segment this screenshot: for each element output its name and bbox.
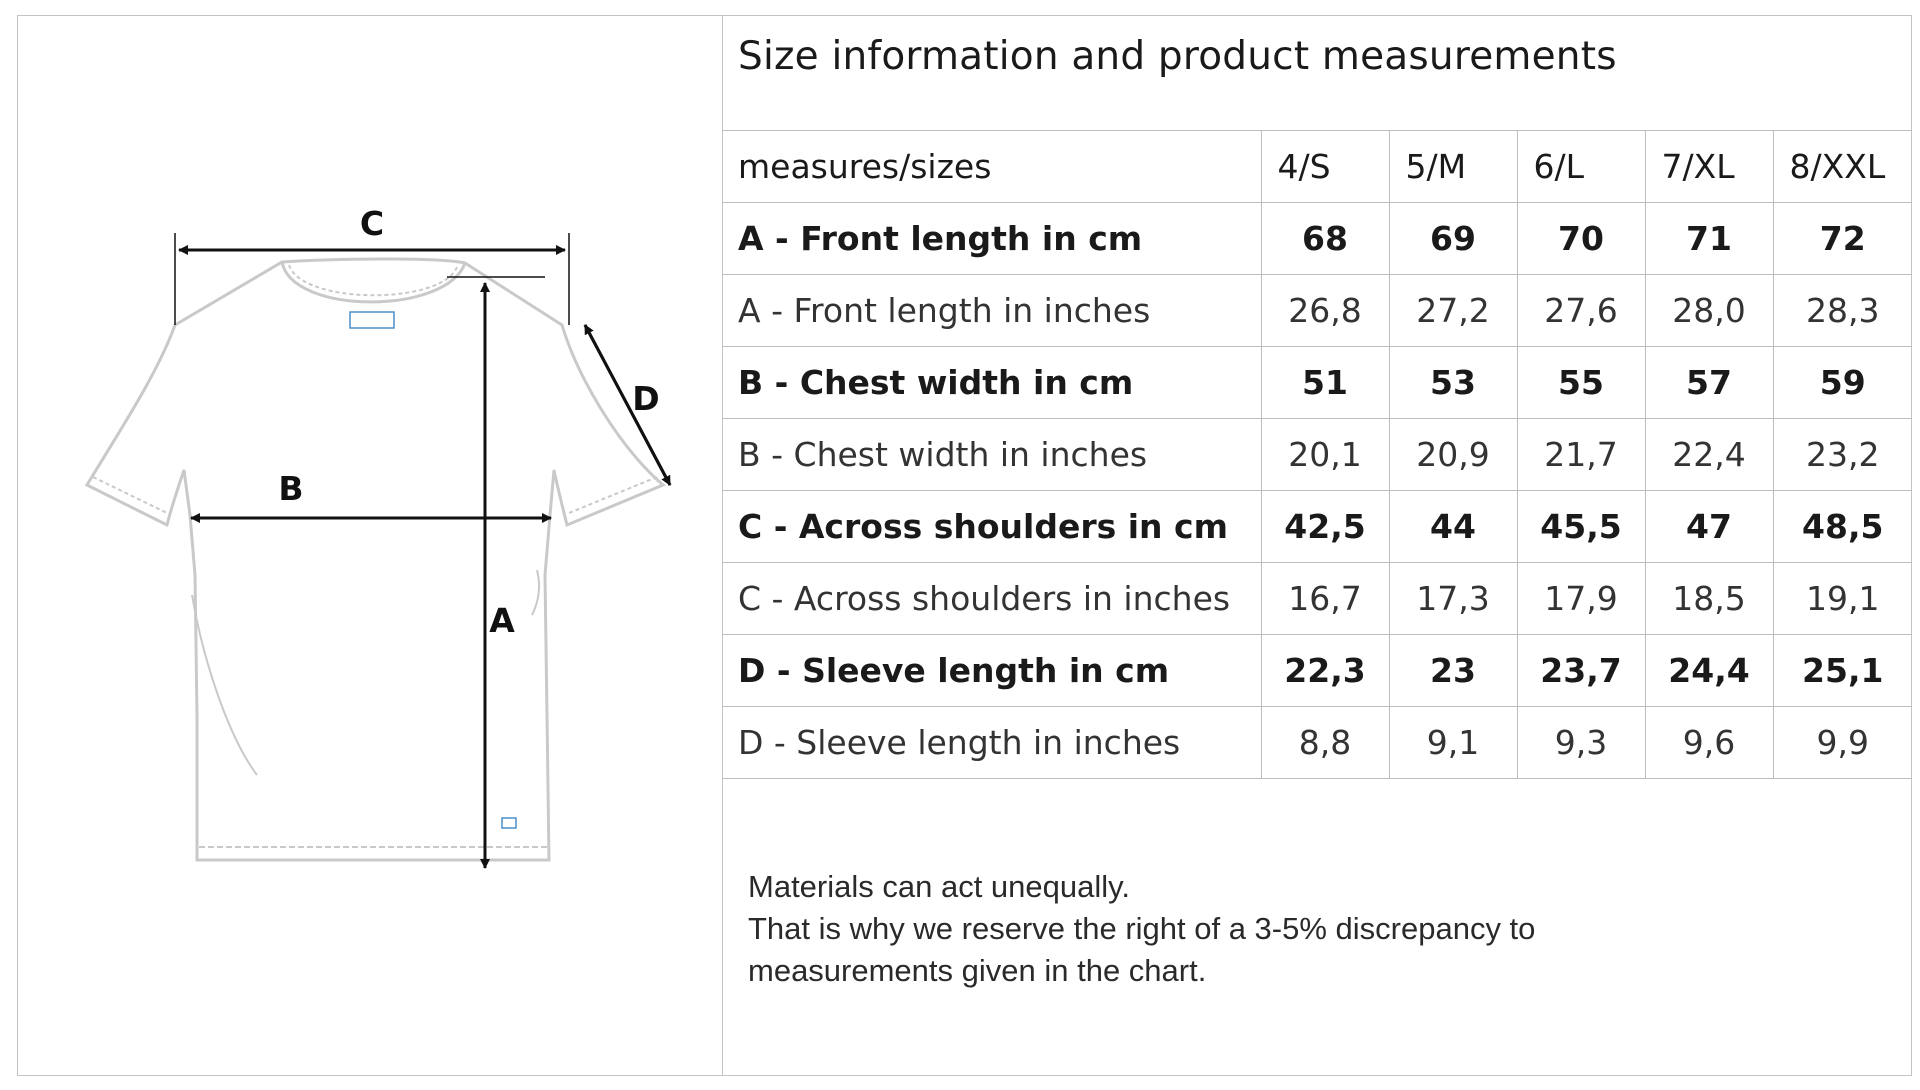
note-line: measurements given in the chart. — [748, 953, 1207, 988]
cell-value: 23,7 — [1517, 634, 1646, 707]
row-label: C - Across shoulders in inches — [722, 562, 1262, 635]
header-label: measures/sizes — [722, 130, 1262, 203]
cell-value: 47 — [1645, 490, 1774, 563]
hem-tag-icon — [501, 817, 517, 829]
cell-value: 72 — [1773, 202, 1912, 275]
table-row: A - Front length in inches 26,8 27,2 27,… — [722, 274, 1912, 347]
cell-value: 28,0 — [1645, 274, 1774, 347]
table-row: D - Sleeve length in inches 8,8 9,1 9,3 … — [722, 706, 1912, 779]
cell-value: 42,5 — [1261, 490, 1390, 563]
arrow-a — [447, 276, 545, 869]
cell-value: 53 — [1389, 346, 1518, 419]
cell-value: 17,3 — [1389, 562, 1518, 635]
size-header: 5/M — [1389, 130, 1518, 203]
size-header: 6/L — [1517, 130, 1646, 203]
cell-value: 24,4 — [1645, 634, 1774, 707]
row-label: B - Chest width in cm — [722, 346, 1262, 419]
neck-tag-icon — [349, 311, 395, 329]
table-row: C - Across shoulders in cm 42,5 44 45,5 … — [722, 490, 1912, 563]
page-title: Size information and product measurement… — [738, 34, 1617, 79]
cell-value: 22,4 — [1645, 418, 1774, 491]
size-header: 8/XXL — [1773, 130, 1912, 203]
cell-value: 21,7 — [1517, 418, 1646, 491]
cell-value: 23 — [1389, 634, 1518, 707]
size-header: 7/XL — [1645, 130, 1774, 203]
label-d: D — [632, 379, 659, 418]
cell-value: 20,9 — [1389, 418, 1518, 491]
label-c: C — [360, 204, 384, 243]
label-b: B — [278, 469, 303, 508]
note-line: That is why we reserve the right of a 3-… — [748, 911, 1536, 946]
cell-value: 69 — [1389, 202, 1518, 275]
cell-value: 68 — [1261, 202, 1390, 275]
cell-value: 16,7 — [1261, 562, 1390, 635]
cell-value: 57 — [1645, 346, 1774, 419]
label-a: A — [489, 601, 515, 640]
cell-value: 23,2 — [1773, 418, 1912, 491]
cell-value: 71 — [1645, 202, 1774, 275]
row-label: D - Sleeve length in inches — [722, 706, 1262, 779]
cell-value: 9,6 — [1645, 706, 1774, 779]
row-label: D - Sleeve length in cm — [722, 634, 1262, 707]
table-row: B - Chest width in inches 20,1 20,9 21,7… — [722, 418, 1912, 491]
cell-value: 19,1 — [1773, 562, 1912, 635]
cell-value: 9,9 — [1773, 706, 1912, 779]
cell-value: 55 — [1517, 346, 1646, 419]
tshirt-diagram-panel: C A B D — [17, 15, 723, 1076]
table-row: A - Front length in cm 68 69 70 71 72 — [722, 202, 1912, 275]
discrepancy-note: Materials can act unequally. That is why… — [748, 866, 1535, 992]
cell-value: 28,3 — [1773, 274, 1912, 347]
cell-value: 70 — [1517, 202, 1646, 275]
size-table: measures/sizes 4/S 5/M 6/L 7/XL 8/XXL A … — [722, 130, 1912, 779]
cell-value: 26,8 — [1261, 274, 1390, 347]
cell-value: 17,9 — [1517, 562, 1646, 635]
cell-value: 8,8 — [1261, 706, 1390, 779]
cell-value: 22,3 — [1261, 634, 1390, 707]
row-label: B - Chest width in inches — [722, 418, 1262, 491]
arrow-d — [583, 324, 672, 486]
cell-value: 9,1 — [1389, 706, 1518, 779]
note-line: Materials can act unequally. — [748, 869, 1130, 904]
row-label: A - Front length in cm — [722, 202, 1262, 275]
cell-value: 27,2 — [1389, 274, 1518, 347]
tshirt-outline — [84, 257, 666, 862]
row-label: C - Across shoulders in cm — [722, 490, 1262, 563]
tshirt-diagram: C A B D — [84, 204, 672, 869]
cell-value: 20,1 — [1261, 418, 1390, 491]
cell-value: 25,1 — [1773, 634, 1912, 707]
table-row: C - Across shoulders in inches 16,7 17,3… — [722, 562, 1912, 635]
cell-value: 48,5 — [1773, 490, 1912, 563]
cell-value: 45,5 — [1517, 490, 1646, 563]
cell-value: 9,3 — [1517, 706, 1646, 779]
arrow-c — [174, 233, 570, 325]
row-label: A - Front length in inches — [722, 274, 1262, 347]
table-header-row: measures/sizes 4/S 5/M 6/L 7/XL 8/XXL — [722, 130, 1912, 203]
cell-value: 51 — [1261, 346, 1390, 419]
cell-value: 27,6 — [1517, 274, 1646, 347]
cell-value: 18,5 — [1645, 562, 1774, 635]
cell-value: 44 — [1389, 490, 1518, 563]
table-row: D - Sleeve length in cm 22,3 23 23,7 24,… — [722, 634, 1912, 707]
size-header: 4/S — [1261, 130, 1390, 203]
cell-value: 59 — [1773, 346, 1912, 419]
table-row: B - Chest width in cm 51 53 55 57 59 — [722, 346, 1912, 419]
